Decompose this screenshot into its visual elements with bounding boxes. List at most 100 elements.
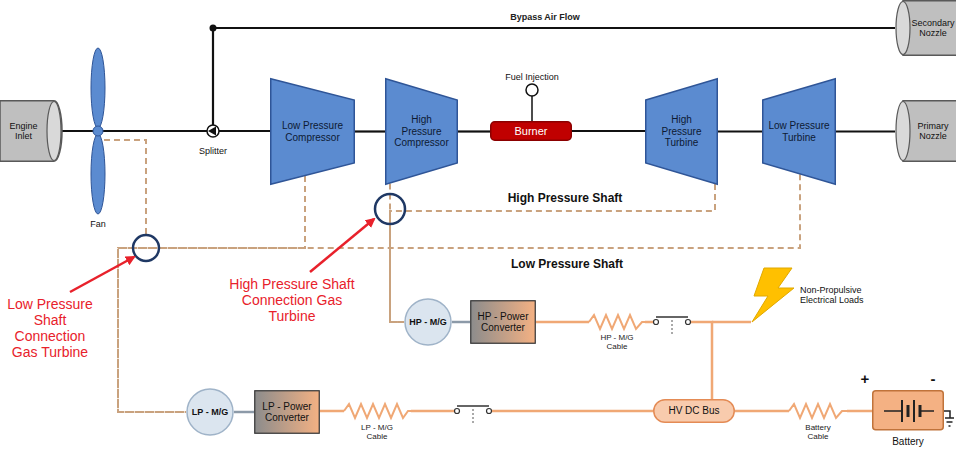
shaft-line <box>390 184 404 323</box>
motor-generator: LP - M/G <box>186 388 234 436</box>
flow-line <box>836 130 895 132</box>
fan-shaft-dashed <box>104 140 146 235</box>
text-area: HP - M/G <box>406 300 450 344</box>
callout-circle <box>133 235 159 261</box>
text-area: Burner <box>492 122 570 140</box>
switch-symbol <box>457 405 489 407</box>
splitter-symbol <box>207 125 219 137</box>
node-label: Primary Nozzle <box>911 121 955 142</box>
text-area: Low Pressure Compressor <box>275 102 350 161</box>
converter-shape <box>255 391 320 434</box>
shaft-line <box>118 174 800 412</box>
compressor-shape <box>386 79 458 185</box>
node-label: Low Pressure Compressor <box>275 120 350 143</box>
cylinder-end <box>896 102 910 161</box>
splitter-symbol <box>208 127 216 136</box>
node-label: High Pressure Turbine <box>650 114 713 149</box>
callout-arrow <box>310 219 374 272</box>
flow-line <box>718 130 762 132</box>
callout-circle <box>375 194 405 224</box>
flow-line <box>572 130 645 132</box>
polarity-sign: + <box>859 370 871 387</box>
flow-line <box>355 130 385 132</box>
note-label: Fuel Injection <box>492 72 572 82</box>
bus-shape <box>654 400 735 423</box>
node-label: High Pressure Compressor <box>390 114 453 149</box>
text-area: High Pressure Turbine <box>650 102 713 161</box>
callout-text: Low Pressure Shaft Connection Gas Turbin… <box>4 296 96 360</box>
shaft-label: Low Pressure Shaft <box>492 258 642 272</box>
turbine-shape <box>763 79 836 185</box>
cylinder-end <box>47 102 61 161</box>
cylinder-end <box>896 2 910 55</box>
ground-symbol <box>949 425 951 427</box>
cable-label: HP - M/G Cable <box>596 333 638 351</box>
switch-symbol <box>654 320 659 325</box>
node-label: Burner <box>514 125 547 138</box>
battery-symbol <box>884 410 902 412</box>
nozzle: Secondary Nozzle <box>895 0 956 56</box>
power-converter: LP - Power Converter <box>254 390 320 434</box>
shaft-coupling <box>234 411 254 414</box>
junction-dot <box>210 25 217 32</box>
motor-generator: HP - M/G <box>404 298 452 346</box>
part-label: Splitter <box>183 146 243 156</box>
load-wire <box>712 321 751 324</box>
load-label: Non-Propulsive Electrical Loads <box>800 285 900 306</box>
cable-label: Bypass Air Flow <box>507 12 583 22</box>
text-area: LP - Power Converter <box>257 392 317 432</box>
fan-blade <box>91 134 105 214</box>
text-area: Battery <box>872 432 944 452</box>
text-area: LP - M/G <box>188 390 232 434</box>
cable-label: Battery Cable <box>797 423 839 441</box>
node-label: HP - Power Converter <box>473 311 533 334</box>
power-converter: HP - Power Converter <box>470 300 536 344</box>
engine-inlet: Engine Inlet <box>0 100 62 162</box>
text-area: Secondary Nozzle <box>911 2 955 54</box>
fan-hub <box>93 126 103 136</box>
converter-shape <box>471 301 536 344</box>
callout-text: High Pressure Shaft Connection Gas Turbi… <box>222 276 362 324</box>
lightning-bolt <box>752 268 794 322</box>
dc-bus: HV DC Bus <box>653 399 735 423</box>
circle-shape <box>405 299 451 345</box>
node-label: LP - Power Converter <box>257 401 317 424</box>
nozzle: Primary Nozzle <box>895 100 956 162</box>
switch-symbol <box>656 316 688 318</box>
fan-blade <box>91 48 105 128</box>
cylinder-body <box>903 101 956 162</box>
text-area: High Pressure Compressor <box>390 102 453 161</box>
node-label: Secondary Nozzle <box>911 18 955 39</box>
polarity-sign: - <box>927 370 939 387</box>
resistor-symbol <box>589 315 645 329</box>
node-label: LP - M/G <box>192 407 228 417</box>
cylinder-body <box>0 101 62 162</box>
switch-symbol <box>455 409 460 414</box>
part-label: Fan <box>83 219 113 229</box>
fuel-line <box>531 96 533 121</box>
turbine-stage: Low Pressure Turbine <box>762 78 836 185</box>
compressor-stage: High Pressure Compressor <box>385 78 458 185</box>
circle-shape <box>187 389 233 435</box>
battery-case <box>873 391 944 430</box>
text-area: HP - Power Converter <box>473 302 533 342</box>
battery: Battery <box>872 390 944 454</box>
turbine-stage: High Pressure Turbine <box>645 78 718 185</box>
cylinder-body <box>903 1 956 56</box>
node-label: HP - M/G <box>409 317 446 327</box>
battery-symbol <box>920 410 934 412</box>
burner-box: Burner <box>490 121 572 141</box>
switch-symbol <box>487 409 492 414</box>
battery-symbol <box>913 400 915 422</box>
text-area: Engine Inlet <box>1 102 46 160</box>
node-label: Battery <box>892 436 924 448</box>
node-label: Low Pressure Turbine <box>767 120 831 143</box>
flow-line <box>458 130 490 132</box>
ground-symbol <box>945 417 954 419</box>
turbine-shape <box>646 79 718 185</box>
compressor-shape <box>271 79 355 185</box>
fuel-injector <box>526 84 538 96</box>
ground-symbol <box>947 421 953 423</box>
